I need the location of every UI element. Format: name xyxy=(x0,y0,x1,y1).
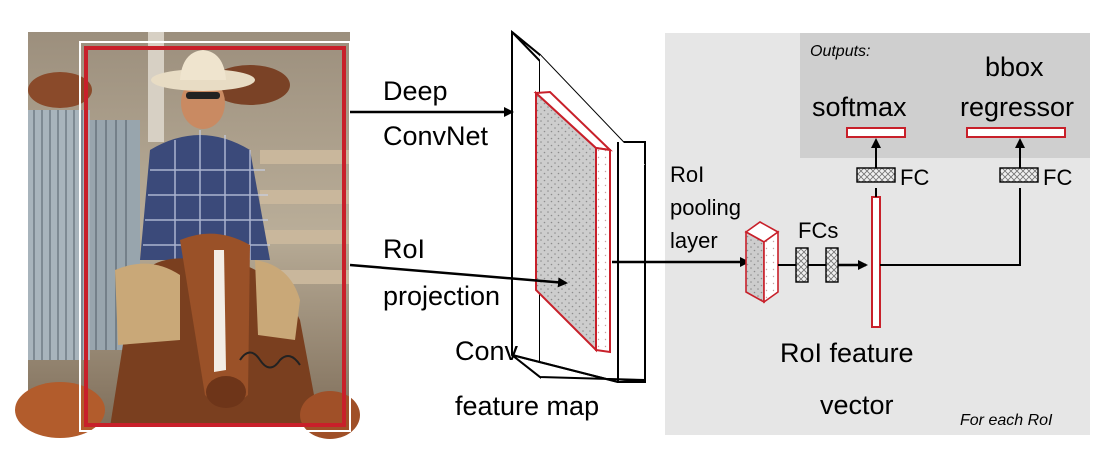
fcs-label: FCs xyxy=(798,218,838,243)
roi-projection-arrow xyxy=(349,263,568,288)
roi-box xyxy=(84,46,346,427)
roi-projection-label-line1: RoI xyxy=(383,234,425,264)
roi-pooling-label-line2: pooling xyxy=(670,195,741,220)
fc-reg-label: FC xyxy=(1043,165,1072,190)
roi-pooling-label-line3: layer xyxy=(670,228,718,253)
deep-convnet-label-line1: Deep xyxy=(383,76,448,106)
roi-projection-label-line2: projection xyxy=(383,281,500,311)
fc-reg-box xyxy=(999,167,1039,183)
fc-cls-box xyxy=(856,167,896,183)
fc-cls-label: FC xyxy=(900,165,929,190)
softmax-label: softmax xyxy=(812,92,907,122)
bbox-label: bbox xyxy=(985,52,1044,82)
roi-feature-vector-bar xyxy=(871,196,881,328)
projected-roi xyxy=(533,90,613,354)
roi-pooling-label-line1: RoI xyxy=(670,162,704,187)
conv-feature-map-label-line2: feature map xyxy=(455,391,599,421)
roi-feature-vector-label-line1: RoI feature xyxy=(780,338,914,368)
roi-pooling-block xyxy=(744,221,780,304)
fc-layer-2 xyxy=(825,247,839,283)
softmax-output-bar xyxy=(846,127,906,138)
outputs-label: Outputs: xyxy=(810,43,870,60)
for-each-roi-label: For each RoI xyxy=(960,412,1053,429)
conv-feature-map-label-line1: Conv xyxy=(455,336,519,366)
input-image xyxy=(15,32,360,439)
regressor-output-bar xyxy=(966,127,1066,138)
roi-feature-vector-label-line2: vector xyxy=(820,390,894,420)
regressor-branch-line xyxy=(880,188,1021,266)
deep-convnet-label-line2: ConvNet xyxy=(383,121,489,151)
fc-layer-1 xyxy=(795,247,809,283)
regressor-label: regressor xyxy=(960,92,1074,122)
